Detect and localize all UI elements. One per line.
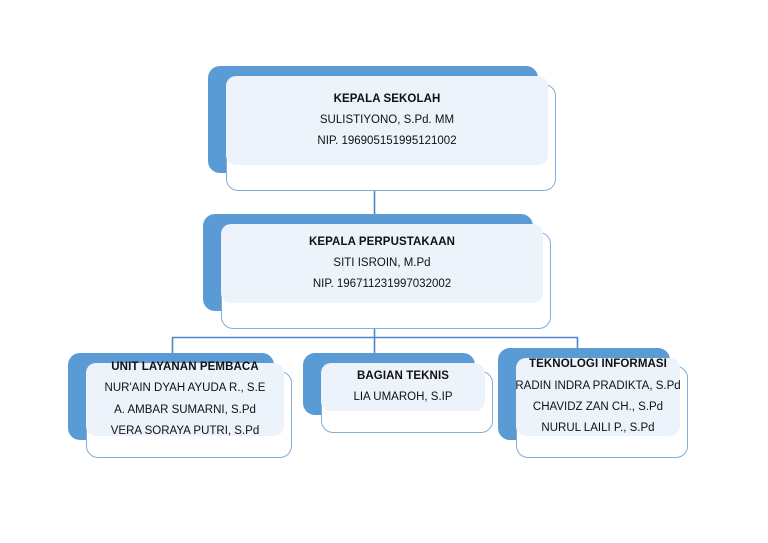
node-line: CHAVIDZ ZAN CH., S.Pd — [532, 401, 664, 413]
node-line: VERA SORAYA PUTRI, S.Pd — [110, 424, 260, 437]
node-line: A. AMBAR SUMARNI, S.Pd — [114, 403, 256, 416]
node-title: TEKNOLOGI INFORMASI — [529, 358, 667, 371]
org-node-teknologi-informasi[interactable]: TEKNOLOGI INFORMASI RADIN INDRA PRADIKTA… — [498, 348, 688, 458]
node-line: SITI ISROIN, M.Pd — [333, 256, 431, 269]
org-node-bagian-teknis[interactable]: BAGIAN TEKNIS LIA UMAROH, S.IP — [303, 353, 493, 433]
node-line: NIP. 196711231997032002 — [312, 278, 452, 291]
node-title: UNIT LAYANAN PEMBACA — [111, 360, 259, 373]
node-line: RADIN INDRA PRADIKTA, S.Pd — [515, 379, 681, 392]
node-line: LIA UMAROH, S.IP — [353, 391, 453, 403]
node-line: NIP. 196905151995121002 — [317, 135, 457, 148]
node-content-card: BAGIAN TEKNIS LIA UMAROH, S.IP — [321, 363, 485, 411]
org-node-unit-layanan-pembaca[interactable]: UNIT LAYANAN PEMBACA NUR'AIN DYAH AYUDA … — [68, 353, 292, 458]
node-title: BAGIAN TEKNIS — [356, 369, 450, 382]
node-title: KEPALA PERPUSTAKAAN — [308, 235, 456, 248]
node-line: NURUL LAILI P., S.Pd — [541, 422, 655, 435]
node-line: SULISTIYONO, S.Pd. MM — [319, 113, 455, 126]
node-title: KEPALA SEKOLAH — [333, 92, 441, 105]
org-node-kepala-sekolah[interactable]: KEPALA SEKOLAH SULISTIYONO, S.Pd. MM NIP… — [208, 66, 556, 191]
org-node-kepala-perpustakaan[interactable]: KEPALA PERPUSTAKAAN SITI ISROIN, M.Pd NI… — [203, 214, 551, 329]
node-line: NUR'AIN DYAH AYUDA R., S.E — [104, 382, 266, 395]
node-content-card: TEKNOLOGI INFORMASI RADIN INDRA PRADIKTA… — [515, 358, 681, 436]
node-content-card: KEPALA PERPUSTAKAAN SITI ISROIN, M.Pd NI… — [221, 224, 543, 303]
node-content-card: KEPALA SEKOLAH SULISTIYONO, S.Pd. MM NIP… — [226, 76, 548, 165]
node-content-card: UNIT LAYANAN PEMBACA NUR'AIN DYAH AYUDA … — [86, 361, 284, 437]
